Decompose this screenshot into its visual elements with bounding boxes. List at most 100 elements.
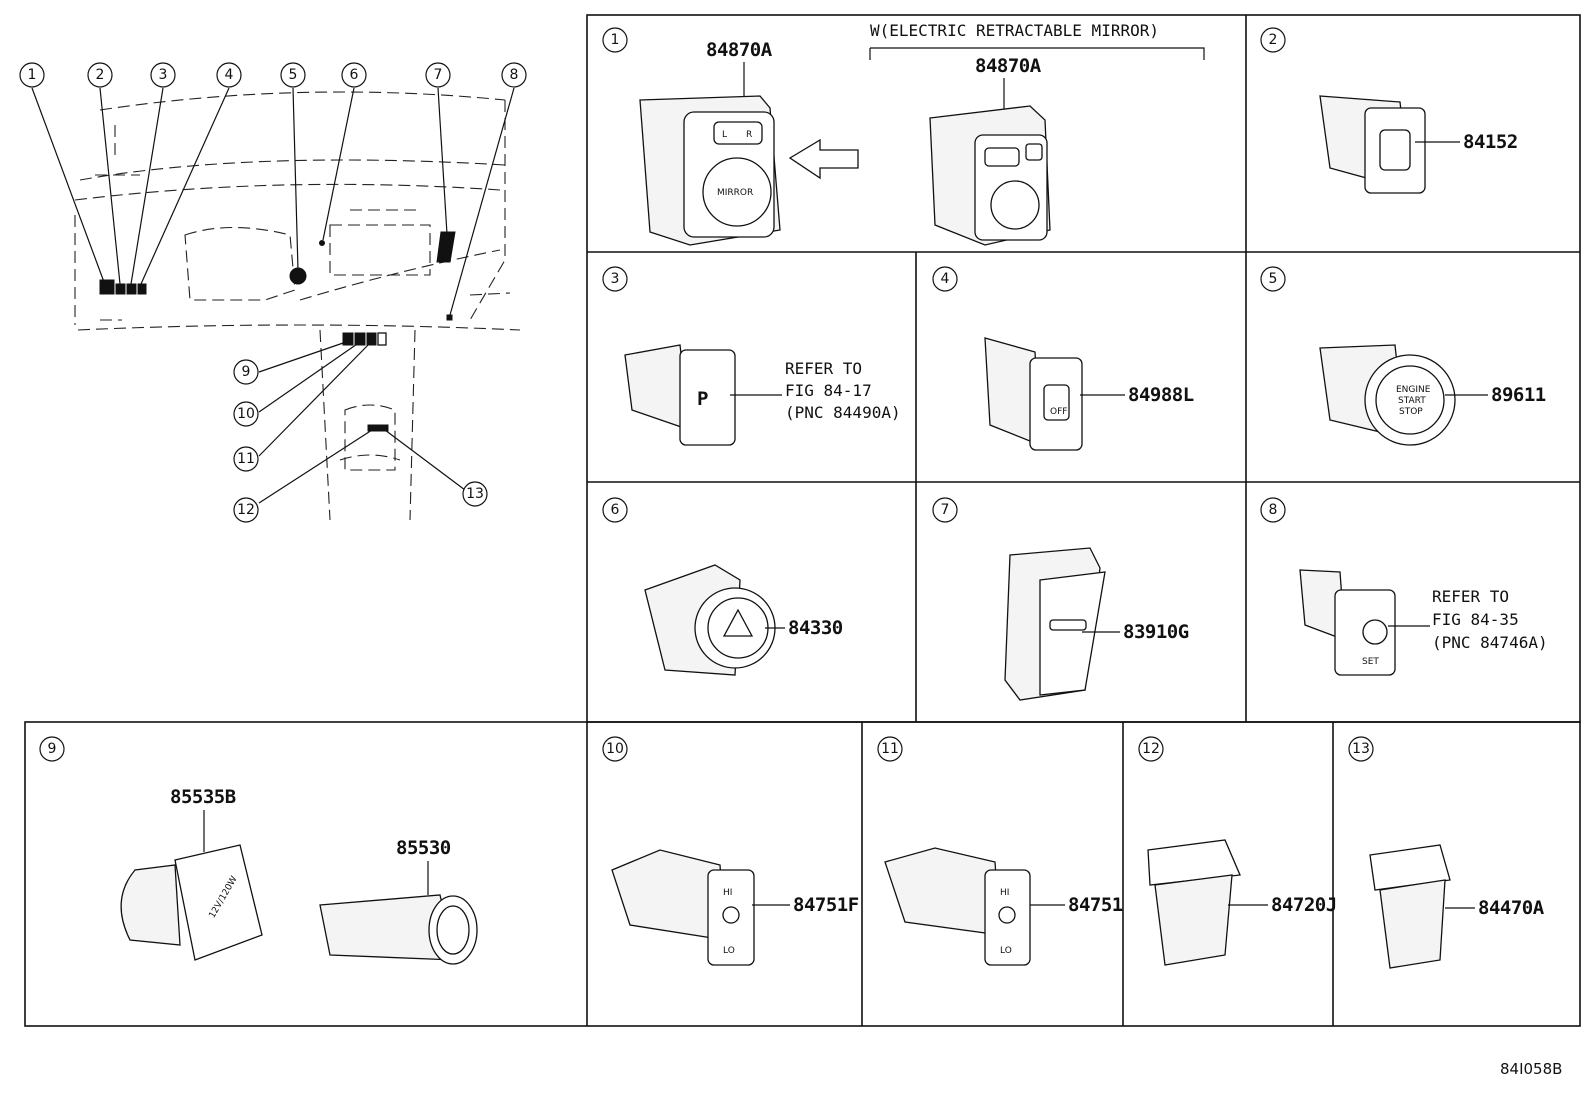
panel-4: 4 OFF 84988L <box>932 266 1194 451</box>
panel-12: 12 84720J <box>1138 736 1337 966</box>
overview-callouts: 1 2 3 4 5 6 7 8 9 10 11 12 13 <box>19 62 527 523</box>
svg-text:4: 4 <box>225 67 234 83</box>
mirror-switch-a: L R MIRROR <box>639 95 781 246</box>
svg-text:2: 2 <box>1269 32 1278 48</box>
panel-6-number: 6 <box>602 497 628 523</box>
svg-text:SET: SET <box>1362 657 1379 667</box>
svg-text:LO: LO <box>1000 946 1012 956</box>
callout-5: 5 <box>280 62 306 88</box>
callout-2: 2 <box>87 62 113 88</box>
panel-4-number: 4 <box>932 266 958 292</box>
panel-7-number: 7 <box>932 497 958 523</box>
svg-text:3: 3 <box>611 271 620 287</box>
figure-id: 84I058B <box>1500 1060 1562 1078</box>
svg-text:HI: HI <box>1000 888 1009 898</box>
callout-1: 1 <box>19 62 45 88</box>
condition-note: W(ELECTRIC RETRACTABLE MIRROR) <box>870 21 1159 40</box>
svg-text:FIG 84-17: FIG 84-17 <box>785 381 872 400</box>
panel-1-number: 1 <box>602 27 628 53</box>
panel-grid <box>24 14 1581 1027</box>
callout-4: 4 <box>216 62 242 88</box>
svg-text:6: 6 <box>611 502 620 518</box>
part-number-89611: 89611 <box>1491 384 1546 406</box>
part-number-84470A: 84470A <box>1478 897 1545 919</box>
svg-text:7: 7 <box>434 67 443 83</box>
callout-11: 11 <box>233 446 259 472</box>
panel-3-number: 3 <box>602 266 628 292</box>
svg-text:13: 13 <box>466 486 484 502</box>
svg-text:9: 9 <box>242 364 251 380</box>
callout-7: 7 <box>425 62 451 88</box>
svg-text:4: 4 <box>941 271 950 287</box>
svg-text:5: 5 <box>289 67 298 83</box>
svg-text:12: 12 <box>1142 741 1160 757</box>
panel-11-number: 11 <box>877 736 903 762</box>
svg-text:HI: HI <box>723 888 732 898</box>
svg-text:(PNC 84746A): (PNC 84746A) <box>1432 633 1548 652</box>
svg-text:1: 1 <box>28 67 37 83</box>
panel-5-number: 5 <box>1260 266 1286 292</box>
svg-text:STOP: STOP <box>1399 407 1423 417</box>
panel-5: 5 ENGINE START STOP 89611 <box>1260 266 1546 446</box>
svg-text:L: L <box>722 130 727 140</box>
callout-8: 8 <box>501 62 527 88</box>
svg-text:11: 11 <box>237 451 255 467</box>
svg-text:8: 8 <box>1269 502 1278 518</box>
panel-13: 13 84470A <box>1348 736 1545 969</box>
part-number-84751: 84751 <box>1068 894 1123 916</box>
panel-8-number: 8 <box>1260 497 1286 523</box>
svg-text:3: 3 <box>159 67 168 83</box>
part-number-84720J: 84720J <box>1271 894 1337 916</box>
panel-9: 9 85535B 12V/120W 85530 <box>39 736 478 965</box>
panel-12-number: 12 <box>1138 736 1164 762</box>
part-number-85530: 85530 <box>396 837 451 859</box>
panel-3: 3 P REFER TO FIG 84-17 (PNC 84490A) <box>602 266 901 446</box>
svg-text:LO: LO <box>723 946 735 956</box>
dashboard-overview <box>74 91 521 521</box>
svg-text:10: 10 <box>606 741 624 757</box>
part-number-85535B: 85535B <box>170 786 236 808</box>
part-number-84988L: 84988L <box>1128 384 1194 406</box>
svg-text:10: 10 <box>237 406 255 422</box>
panel-2: 2 84152 <box>1260 27 1518 194</box>
svg-text:P: P <box>697 388 708 410</box>
svg-text:8: 8 <box>510 67 519 83</box>
svg-text:(PNC 84490A): (PNC 84490A) <box>785 403 901 422</box>
svg-text:REFER TO: REFER TO <box>1432 587 1509 606</box>
svg-text:2: 2 <box>96 67 105 83</box>
svg-text:13: 13 <box>1352 741 1370 757</box>
svg-text:START: START <box>1398 396 1426 406</box>
panel-10-number: 10 <box>602 736 628 762</box>
panel-9-number: 9 <box>39 736 65 762</box>
callout-13: 13 <box>462 481 488 507</box>
panel-7: 7 83910G <box>932 497 1189 701</box>
svg-text:MIRROR: MIRROR <box>717 188 753 198</box>
svg-text:7: 7 <box>941 502 950 518</box>
svg-text:6: 6 <box>350 67 359 83</box>
part-number-84751F: 84751F <box>793 894 859 916</box>
svg-text:OFF: OFF <box>1050 407 1067 417</box>
callout-12: 12 <box>233 497 259 523</box>
panel-11: 11 HI LO 84751 <box>877 736 1123 966</box>
callout-6: 6 <box>341 62 367 88</box>
part-number-83910G: 83910G <box>1123 621 1189 643</box>
svg-text:R: R <box>746 130 752 140</box>
panel-1: 1 84870A W(ELECTRIC RETRACTABLE MIRROR) … <box>602 21 1205 246</box>
svg-text:5: 5 <box>1269 271 1278 287</box>
svg-text:FIG 84-35: FIG 84-35 <box>1432 610 1519 629</box>
panel-10: 10 HI LO 84751F <box>602 736 859 966</box>
mirror-switch-b <box>929 105 1051 246</box>
panel-2-number: 2 <box>1260 27 1286 53</box>
overview-leaders <box>31 87 515 504</box>
svg-text:ENGINE: ENGINE <box>1396 385 1431 395</box>
panel-8: 8 SET REFER TO FIG 84-35 (PNC 84746A) <box>1260 497 1548 676</box>
svg-text:REFER TO: REFER TO <box>785 359 862 378</box>
svg-text:11: 11 <box>881 741 899 757</box>
svg-text:12: 12 <box>237 502 255 518</box>
panel-6: 6 84330 <box>602 497 843 676</box>
panel-13-number: 13 <box>1348 736 1374 762</box>
part-number-84152: 84152 <box>1463 131 1518 153</box>
part-number-84870A-retract: 84870A <box>975 55 1042 77</box>
callout-3: 3 <box>150 62 176 88</box>
